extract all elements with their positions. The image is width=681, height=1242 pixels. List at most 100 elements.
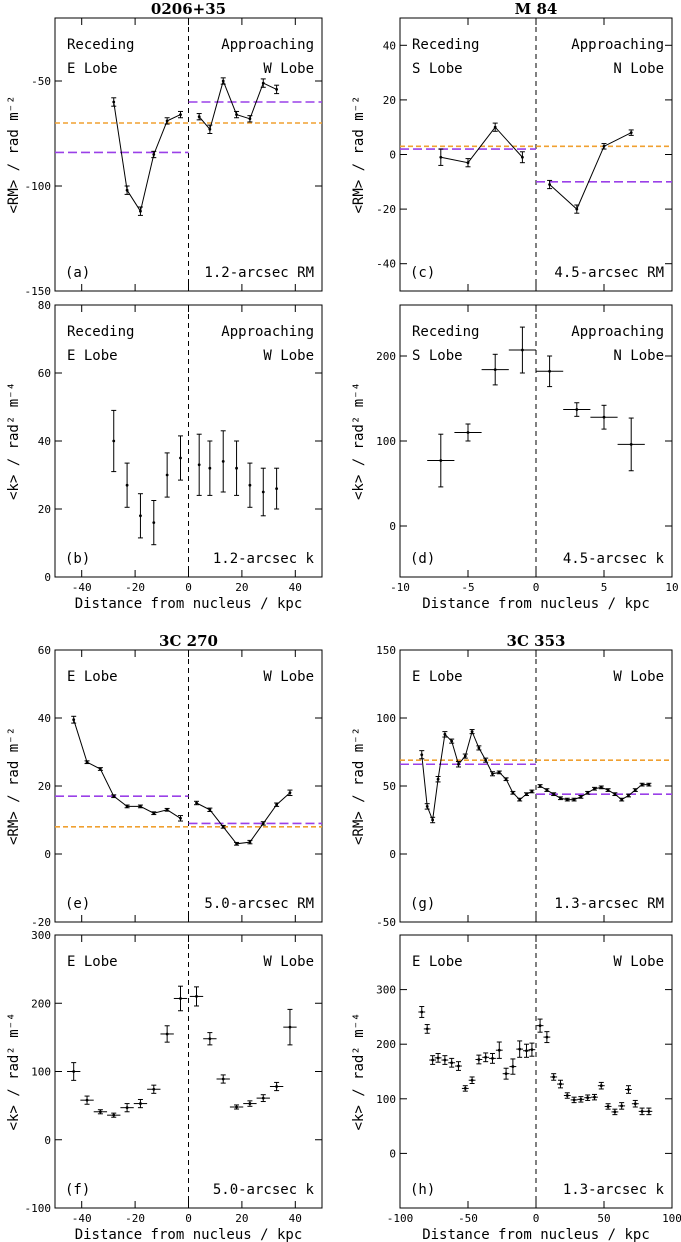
data-point bbox=[606, 788, 610, 792]
resolution-label: 1.3-arcsec k bbox=[563, 1182, 665, 1198]
data-point bbox=[152, 153, 156, 156]
y-tick-label: -20 bbox=[31, 916, 51, 929]
x-tick-label: -20 bbox=[125, 581, 145, 594]
data-point bbox=[165, 473, 169, 477]
lobe-label: N Lobe bbox=[613, 61, 664, 77]
x-tick-label: 5 bbox=[601, 581, 608, 594]
y-tick-label: 100 bbox=[376, 1093, 396, 1106]
lobe-label: W Lobe bbox=[263, 954, 314, 970]
data-point bbox=[208, 808, 212, 812]
x-tick-label: 100 bbox=[662, 1212, 681, 1225]
x-axis-label: Distance from nucleus / kpc bbox=[75, 596, 303, 612]
data-point bbox=[235, 1105, 238, 1109]
data-point bbox=[112, 1113, 116, 1117]
data-point bbox=[579, 1097, 583, 1101]
y-tick-label: 200 bbox=[376, 1038, 396, 1051]
data-point bbox=[602, 144, 606, 148]
data-point bbox=[530, 790, 534, 793]
panel-label: (a) bbox=[65, 265, 90, 281]
series-line bbox=[196, 792, 291, 845]
data-point bbox=[599, 1084, 603, 1088]
data-point bbox=[195, 801, 198, 805]
lobe-label: N Lobe bbox=[613, 348, 664, 364]
data-point bbox=[85, 760, 89, 764]
data-point bbox=[208, 466, 212, 470]
x-tick-label: 0 bbox=[185, 1212, 192, 1225]
data-point bbox=[477, 1058, 481, 1061]
y-axis-label: <k> / rad² m⁻⁴ bbox=[6, 1012, 22, 1130]
y-tick-label: -100 bbox=[25, 180, 52, 193]
data-point bbox=[125, 805, 129, 808]
lobe-label: E Lobe bbox=[67, 954, 118, 970]
data-point bbox=[443, 732, 447, 736]
data-point bbox=[98, 767, 102, 771]
panel-label: (b) bbox=[65, 551, 90, 567]
y-tick-label: 40 bbox=[38, 712, 51, 725]
data-point bbox=[552, 1075, 556, 1079]
data-point bbox=[457, 1064, 460, 1068]
panel-f bbox=[54, 934, 323, 1209]
data-point bbox=[518, 798, 522, 801]
resolution-label: 5.0-arcsec k bbox=[213, 1182, 315, 1198]
data-point bbox=[420, 753, 424, 757]
data-point bbox=[511, 1065, 515, 1068]
data-point bbox=[197, 115, 201, 119]
data-point bbox=[208, 1037, 212, 1041]
data-point bbox=[98, 1110, 102, 1114]
x-tick-label: -20 bbox=[125, 1212, 145, 1225]
data-point bbox=[518, 1047, 522, 1051]
series-line bbox=[113, 101, 181, 213]
y-tick-label: 0 bbox=[389, 848, 396, 861]
data-point bbox=[72, 1070, 76, 1073]
data-point bbox=[497, 771, 501, 774]
y-tick-label: 0 bbox=[389, 1147, 396, 1160]
data-point bbox=[593, 787, 596, 791]
lobe-label: S Lobe bbox=[412, 61, 463, 77]
y-tick-label: 200 bbox=[31, 997, 51, 1010]
x-tick-label: 0 bbox=[185, 581, 192, 594]
y-tick-label: -150 bbox=[25, 285, 52, 298]
data-point bbox=[606, 1105, 610, 1108]
y-axis-label: <k> / rad² m⁻⁴ bbox=[351, 1012, 367, 1130]
lobe-label: Approaching bbox=[571, 37, 664, 53]
chart-title: 3C 353 bbox=[507, 632, 566, 650]
data-point bbox=[530, 1048, 534, 1052]
data-point bbox=[275, 803, 279, 807]
y-tick-label: -50 bbox=[376, 916, 396, 929]
data-point bbox=[436, 777, 440, 781]
lobe-label: Receding bbox=[67, 37, 134, 53]
data-point bbox=[538, 1024, 542, 1028]
x-tick-label: -100 bbox=[387, 1212, 414, 1225]
resolution-label: 1.2-arcsec RM bbox=[204, 265, 314, 281]
lobe-label: Receding bbox=[412, 37, 479, 53]
data-point bbox=[443, 1058, 447, 1062]
lobe-label: E Lobe bbox=[412, 954, 463, 970]
data-point bbox=[521, 155, 524, 159]
data-point bbox=[504, 777, 508, 781]
y-tick-label: 80 bbox=[38, 299, 51, 312]
x-axis-label: Distance from nucleus / kpc bbox=[75, 1227, 303, 1242]
data-point bbox=[602, 415, 606, 419]
data-point bbox=[466, 431, 470, 434]
series-line bbox=[549, 132, 632, 210]
y-tick-label: -20 bbox=[376, 203, 396, 216]
data-point bbox=[112, 794, 116, 798]
data-point bbox=[484, 1055, 488, 1059]
lobe-label: W Lobe bbox=[613, 669, 664, 685]
lobe-label: W Lobe bbox=[263, 669, 314, 685]
data-point bbox=[493, 368, 497, 371]
data-point bbox=[221, 1077, 225, 1081]
data-point bbox=[559, 796, 562, 800]
data-point bbox=[165, 119, 169, 123]
y-tick-label: 60 bbox=[38, 367, 51, 380]
data-point bbox=[586, 1096, 590, 1100]
data-point bbox=[620, 798, 624, 801]
y-tick-label: 0 bbox=[389, 149, 396, 162]
data-point bbox=[275, 1085, 279, 1088]
data-point bbox=[647, 1109, 651, 1113]
data-point bbox=[627, 1088, 630, 1091]
data-point bbox=[125, 483, 129, 487]
data-point bbox=[633, 788, 637, 792]
data-point bbox=[457, 762, 460, 766]
